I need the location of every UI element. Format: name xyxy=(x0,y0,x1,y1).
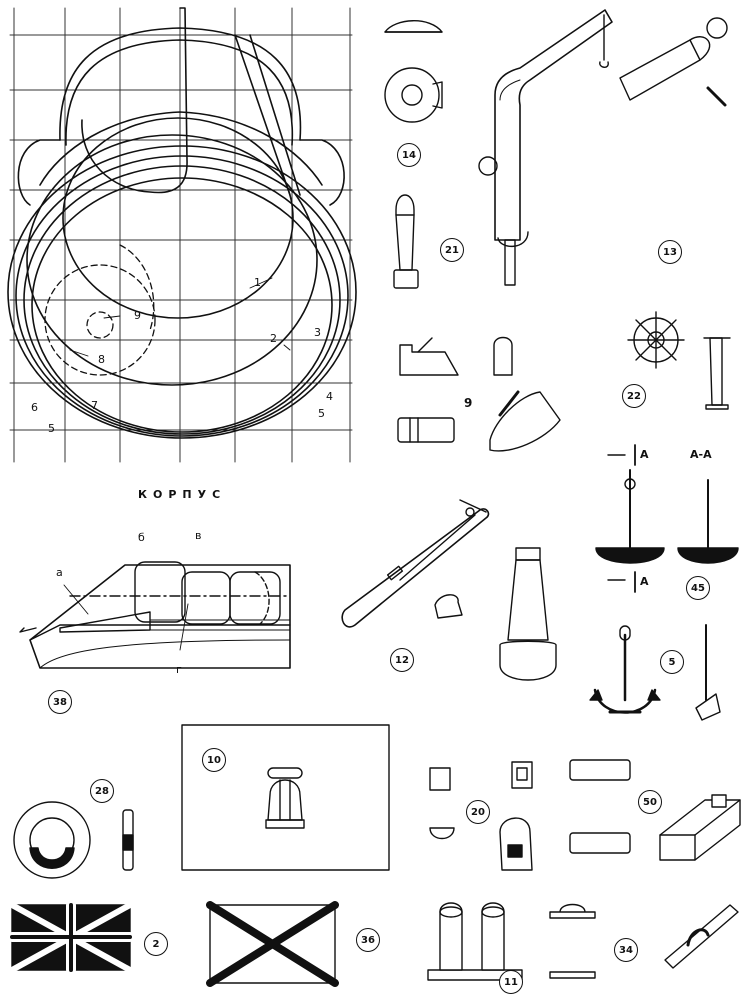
part-34-drawing xyxy=(549,903,739,979)
hull-line-6: 6 xyxy=(31,401,38,414)
part-number-14: 14 xyxy=(397,143,421,167)
section-mark-bottom-a: А xyxy=(640,575,649,588)
part-28-drawing xyxy=(13,801,134,879)
section-label-g: г xyxy=(176,663,182,676)
section-label-b: б xyxy=(138,531,145,544)
part-9-drawing xyxy=(397,336,561,452)
part-20-drawing xyxy=(429,761,533,871)
section-label-v: в xyxy=(195,529,202,542)
part-11-drawing xyxy=(427,902,523,981)
hull-side-section xyxy=(19,561,291,669)
hull-plan xyxy=(7,7,357,463)
section-mark-aa: А-А xyxy=(690,448,712,461)
hull-line-5b: 5 xyxy=(48,422,55,435)
part-number-36: 36 xyxy=(356,928,380,952)
part-10-drawing xyxy=(181,724,390,871)
part-number-12: 12 xyxy=(390,648,414,672)
part-number-20: 20 xyxy=(466,800,490,824)
hull-outline xyxy=(7,7,357,439)
part-2-drawing xyxy=(7,900,135,975)
part-5-drawing xyxy=(589,624,721,721)
hull-line-9: 9 xyxy=(134,309,141,322)
part-13-drawing xyxy=(478,9,728,286)
part-21-drawing xyxy=(393,194,419,289)
hull-leaders xyxy=(69,277,291,357)
part-50-drawing xyxy=(569,759,741,861)
part-number-21: 21 xyxy=(440,238,464,262)
hull-dashed xyxy=(44,244,156,376)
part-36-drawing xyxy=(206,901,339,987)
part-number-38: 38 xyxy=(48,690,72,714)
part-number-2: 2 xyxy=(144,932,168,956)
part-number-5: 5 xyxy=(660,650,684,674)
part-number-10: 10 xyxy=(202,748,226,772)
part-number-11: 11 xyxy=(499,970,523,994)
part-number-28: 28 xyxy=(90,779,114,803)
hull-line-1: 1 xyxy=(254,276,261,289)
part-number-22: 22 xyxy=(622,384,646,408)
hull-line-5a: 5 xyxy=(318,407,325,420)
part-number-45: 45 xyxy=(686,576,710,600)
hull-grid xyxy=(9,7,353,463)
part-22-drawing xyxy=(627,311,731,410)
hull-title: КОРПУС xyxy=(138,488,227,501)
hull-line-7: 7 xyxy=(91,399,98,412)
part-45-drawing xyxy=(595,444,739,593)
hull-line-4: 4 xyxy=(326,390,333,403)
section-label-a: а xyxy=(56,566,63,579)
hull-line-2: 2 xyxy=(270,332,277,345)
part-number-9: 9 xyxy=(464,396,473,410)
part-14-drawing xyxy=(384,20,443,123)
part-number-13: 13 xyxy=(658,240,682,264)
section-mark-top-a: А xyxy=(640,448,649,461)
part-number-50: 50 xyxy=(638,790,662,814)
part-12-drawing xyxy=(341,499,557,681)
hull-line-8: 8 xyxy=(98,353,105,366)
hull-line-3: 3 xyxy=(314,326,321,339)
part-number-34: 34 xyxy=(614,938,638,962)
